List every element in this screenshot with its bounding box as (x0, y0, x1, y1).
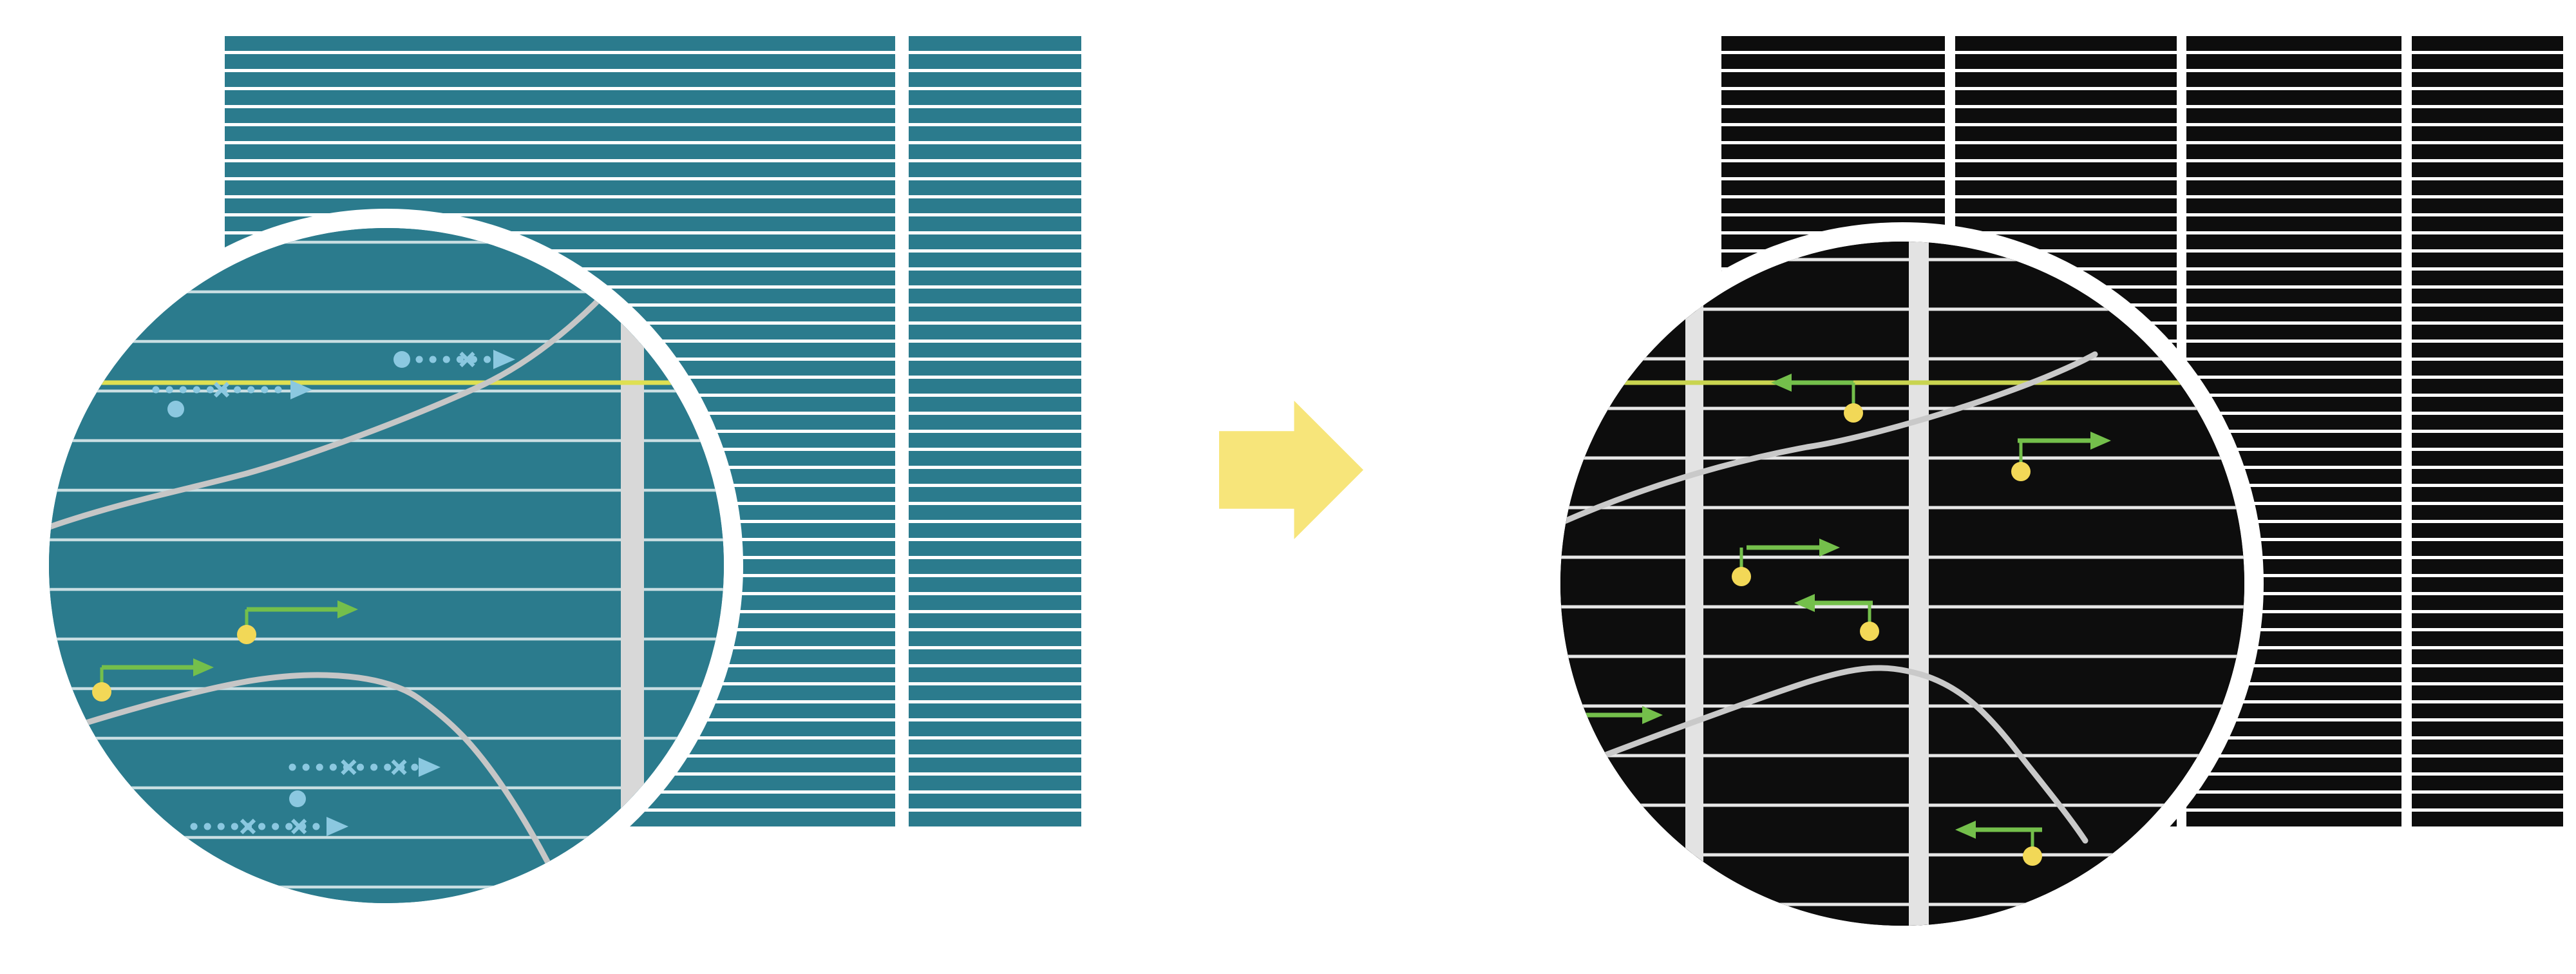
pinning-cross-icon (341, 759, 357, 776)
pinned-arrowhead-icon (419, 758, 440, 777)
motion-arrowhead-icon (2090, 432, 2111, 450)
pinning-cross-icon (459, 351, 475, 368)
defect-dot (1732, 567, 1751, 586)
motion-arrowhead-icon (1794, 594, 1815, 612)
defect-dot (237, 625, 256, 644)
pinning-cross-icon (240, 818, 256, 835)
before-wafer-side-cell (909, 36, 1081, 830)
busbar (1685, 242, 1703, 926)
defect-dot (92, 682, 111, 702)
grain-boundary-line (1560, 665, 2088, 844)
motion-arrowhead-icon (1819, 539, 1840, 557)
motion-arrowhead-icon (1771, 374, 1792, 392)
impurity-dot (167, 401, 184, 417)
motion-arrowhead-icon (337, 600, 358, 618)
pinned-arrowhead-icon (327, 817, 348, 836)
defect-dot (1571, 717, 1590, 736)
pinned-arrowhead-icon (290, 380, 312, 399)
after-magnifier-graphic (1560, 242, 2244, 926)
before-magnifier-graphic (49, 228, 724, 903)
defect-dot (2023, 846, 2042, 866)
pinning-cross-icon (291, 818, 307, 835)
motion-arrowhead-icon (1642, 706, 1663, 724)
motion-arrowhead-icon (193, 658, 214, 676)
defect-dot (1860, 622, 1879, 641)
grain-boundary-line (1560, 351, 2098, 526)
grain-boundary-line (49, 234, 654, 530)
busbar (1909, 242, 1929, 926)
pinned-arrowhead-icon (493, 350, 515, 369)
busbar (621, 228, 644, 903)
motion-arrowhead-icon (1955, 821, 1976, 839)
defect-dot (2011, 462, 2031, 481)
magnifier-background (1560, 242, 2244, 926)
impurity-dot (180, 848, 197, 864)
after-magnifier (1541, 222, 2264, 945)
transform-arrow-icon (1219, 401, 1363, 539)
impurity-dot (289, 790, 306, 807)
pinning-cross-icon (391, 759, 407, 776)
after-wafer-cell-4 (2412, 36, 2563, 830)
pinning-cross-icon (213, 381, 230, 398)
impurity-dot (393, 351, 410, 368)
grain-boundary-line (49, 672, 572, 903)
before-magnifier (30, 209, 743, 922)
defect-dot (1844, 403, 1863, 423)
